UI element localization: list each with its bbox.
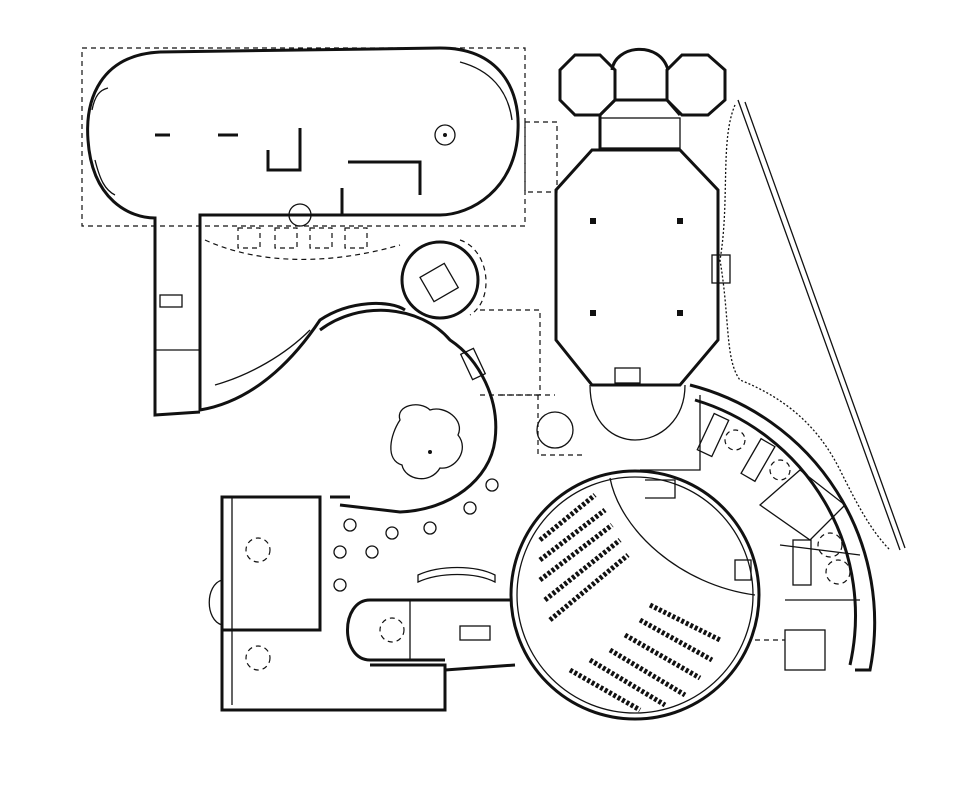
pavilion-dashed-outline bbox=[81, 47, 526, 227]
north-pavilion bbox=[81, 46, 526, 417]
curved-counter bbox=[417, 566, 496, 584]
courtyard bbox=[319, 308, 499, 592]
stairs bbox=[645, 479, 676, 499]
church bbox=[500, 47, 731, 456]
bench-curves bbox=[91, 61, 513, 196]
curved-bench bbox=[214, 329, 311, 386]
circulation-lines bbox=[480, 309, 785, 641]
display-boxes bbox=[237, 227, 368, 249]
stair-tower bbox=[400, 239, 487, 320]
cafe-tables bbox=[333, 478, 499, 592]
arc-wing bbox=[640, 383, 877, 672]
chapel-left bbox=[558, 53, 617, 117]
chapel-center bbox=[610, 47, 670, 71]
counters bbox=[266, 128, 422, 217]
apse bbox=[589, 384, 686, 441]
auditorium bbox=[509, 469, 761, 721]
chapel-right bbox=[665, 53, 727, 117]
landscape-strip bbox=[719, 99, 906, 551]
seating-rows bbox=[538, 493, 722, 713]
south-block bbox=[208, 495, 516, 712]
tree-icon bbox=[390, 404, 464, 480]
